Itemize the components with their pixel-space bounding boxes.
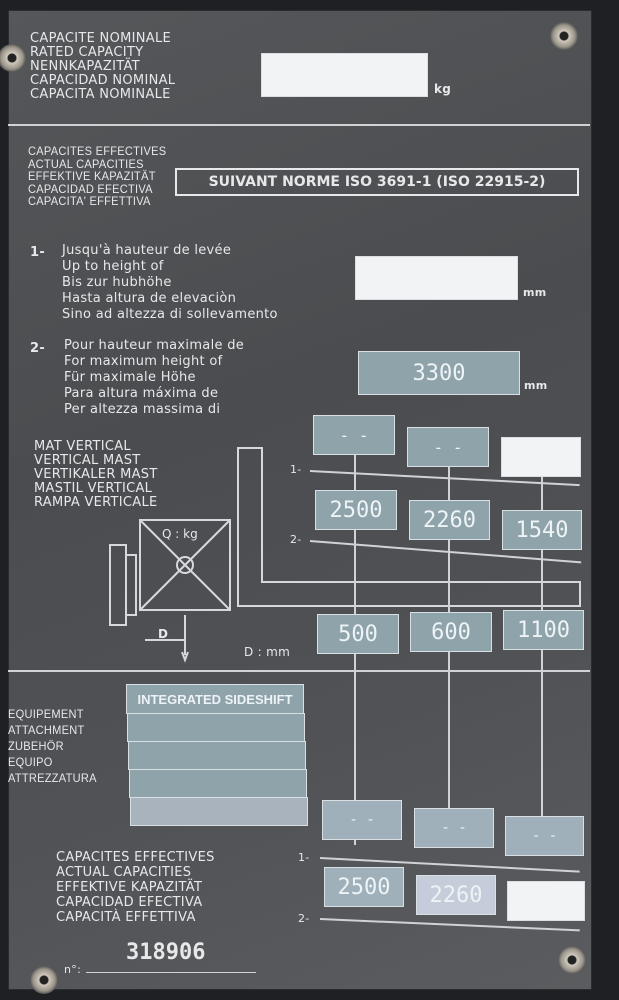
capacity-field: 2500 bbox=[324, 867, 404, 907]
label: EFFEKTIVE KAPAZITÄT bbox=[28, 169, 156, 183]
label: EQUIPO bbox=[8, 755, 53, 769]
label: VERTIKALER MAST bbox=[34, 467, 158, 482]
rule bbox=[354, 650, 356, 845]
label: Pour hauteur maximale de bbox=[64, 338, 245, 353]
mast-diagram: Q : kg D bbox=[109, 447, 581, 663]
label: ACTUAL CAPACITIES bbox=[28, 156, 144, 171]
distance-field: 600 bbox=[410, 612, 492, 652]
distance-field: 500 bbox=[317, 614, 399, 654]
attachment-field: INTEGRATED SIDESHIFT bbox=[126, 684, 304, 714]
row-number: 1- bbox=[30, 245, 46, 260]
label: MASTIL VERTICAL bbox=[34, 481, 153, 496]
screw-icon bbox=[550, 22, 578, 50]
label: ZUBEHÖR bbox=[8, 739, 64, 753]
label: ACTUAL CAPACITIES bbox=[56, 865, 192, 880]
standard-box: SUIVANT NORME ISO 3691-1 (ISO 22915-2) bbox=[175, 168, 579, 196]
rule bbox=[448, 650, 450, 845]
actual-capacities-labels: CAPACITES EFFECTIVES ACTUAL CAPACITIES E… bbox=[28, 145, 178, 208]
label: ATTREZZATURA bbox=[8, 771, 97, 785]
label: RAMPA VERTICALE bbox=[34, 495, 158, 510]
capacity-field: - - bbox=[505, 816, 584, 856]
unit-kg: kg bbox=[434, 82, 452, 96]
divider bbox=[8, 670, 590, 672]
height1-labels: Jusqu'à hauteur de levée Up to height of… bbox=[62, 243, 278, 323]
label: EQUIPEMENT bbox=[8, 707, 84, 721]
d-unit: D : mm bbox=[244, 645, 291, 659]
capacity-field: 1540 bbox=[502, 510, 582, 550]
capacity-field bbox=[501, 437, 581, 477]
height2-labels: Pour hauteur maximale de For maximum hei… bbox=[64, 338, 244, 418]
label: MAT VERTICAL bbox=[34, 439, 131, 454]
label: Hasta altura de elevaciòn bbox=[62, 291, 237, 306]
capacity-field: - - bbox=[322, 800, 402, 840]
capacity-field: - - bbox=[414, 808, 494, 848]
label: EFFEKTIVE KAPAZITÄT bbox=[56, 880, 203, 895]
serial-number: 318906 bbox=[126, 940, 206, 965]
distance-field: 1100 bbox=[503, 610, 584, 650]
label: NENNKAPAZITÄT bbox=[30, 59, 140, 74]
attachment-field bbox=[130, 797, 308, 826]
capacity-field: 2500 bbox=[315, 490, 397, 530]
divider bbox=[8, 124, 590, 126]
screw-icon bbox=[30, 966, 58, 994]
unit-mm: mm bbox=[523, 286, 547, 299]
label: Jusqu'à hauteur de levée bbox=[62, 243, 232, 258]
attachment-field bbox=[129, 769, 307, 798]
row-number: 1- bbox=[298, 851, 310, 864]
label: VERTICAL MAST bbox=[34, 453, 141, 468]
rated-capacity-labels: CAPACITE NOMINALE RATED CAPACITY NENNKAP… bbox=[30, 32, 175, 102]
label: CAPACIDAD EFECTIVA bbox=[28, 181, 153, 196]
capacity-plate bbox=[8, 10, 592, 990]
capacity-field: 2260 bbox=[409, 500, 490, 540]
capacity-field bbox=[507, 881, 585, 921]
height2-field: 3300 bbox=[358, 351, 520, 395]
rule bbox=[86, 972, 256, 973]
rule bbox=[448, 465, 450, 615]
label: CAPACIDAD EFECTIVA bbox=[56, 895, 203, 910]
attachment-capacity-labels: CAPACITES EFFECTIVES ACTUAL CAPACITIES E… bbox=[56, 850, 215, 925]
height1-field bbox=[355, 256, 518, 300]
label: For maximum height of bbox=[64, 354, 223, 369]
label: Sino ad altezza di sollevamento bbox=[62, 307, 278, 322]
row-number: 2- bbox=[30, 341, 46, 356]
rule bbox=[354, 455, 356, 615]
serial-label: n°: bbox=[64, 963, 82, 976]
label: Per altezza massima di bbox=[64, 402, 221, 417]
attachment-field bbox=[128, 741, 306, 770]
label: CAPACITA NOMINALE bbox=[30, 87, 171, 102]
label: CAPACITÀ EFFETTIVA bbox=[56, 910, 196, 925]
capacity-field: - - bbox=[407, 427, 489, 467]
label: Für maximale Höhe bbox=[64, 370, 196, 385]
label: CAPACITES EFFECTIVES bbox=[28, 144, 167, 158]
label: CAPACITA' EFFETTIVA bbox=[28, 194, 151, 208]
attachment-field bbox=[127, 713, 305, 742]
row-number: 2- bbox=[298, 912, 310, 925]
label: CAPACITE NOMINALE bbox=[30, 31, 172, 46]
rated-capacity-field bbox=[261, 53, 428, 97]
label: ATTACHMENT bbox=[8, 723, 85, 737]
d-label: D bbox=[158, 627, 168, 641]
row-number: 1- bbox=[290, 463, 302, 476]
rule bbox=[541, 650, 543, 845]
label: Bis zur hubhöhe bbox=[62, 275, 172, 290]
capacity-field: 2260 bbox=[416, 875, 496, 915]
label: Up to height of bbox=[62, 259, 164, 274]
mast-labels: MAT VERTICAL VERTICAL MAST VERTIKALER MA… bbox=[34, 440, 158, 510]
capacity-field: - - bbox=[313, 415, 395, 455]
label: RATED CAPACITY bbox=[30, 45, 144, 60]
screw-icon bbox=[0, 44, 26, 72]
label: CAPACIDAD NOMINAL bbox=[30, 73, 176, 88]
label: Para altura máxima de bbox=[64, 386, 219, 401]
unit-mm: mm bbox=[524, 379, 548, 392]
row-number: 2- bbox=[290, 533, 302, 546]
label: CAPACITES EFFECTIVES bbox=[56, 850, 215, 865]
attachment-labels: EQUIPEMENT ATTACHMENT ZUBEHÖR EQUIPO ATT… bbox=[8, 706, 104, 786]
load-label: Q : kg bbox=[162, 527, 198, 541]
screw-icon bbox=[558, 946, 586, 974]
